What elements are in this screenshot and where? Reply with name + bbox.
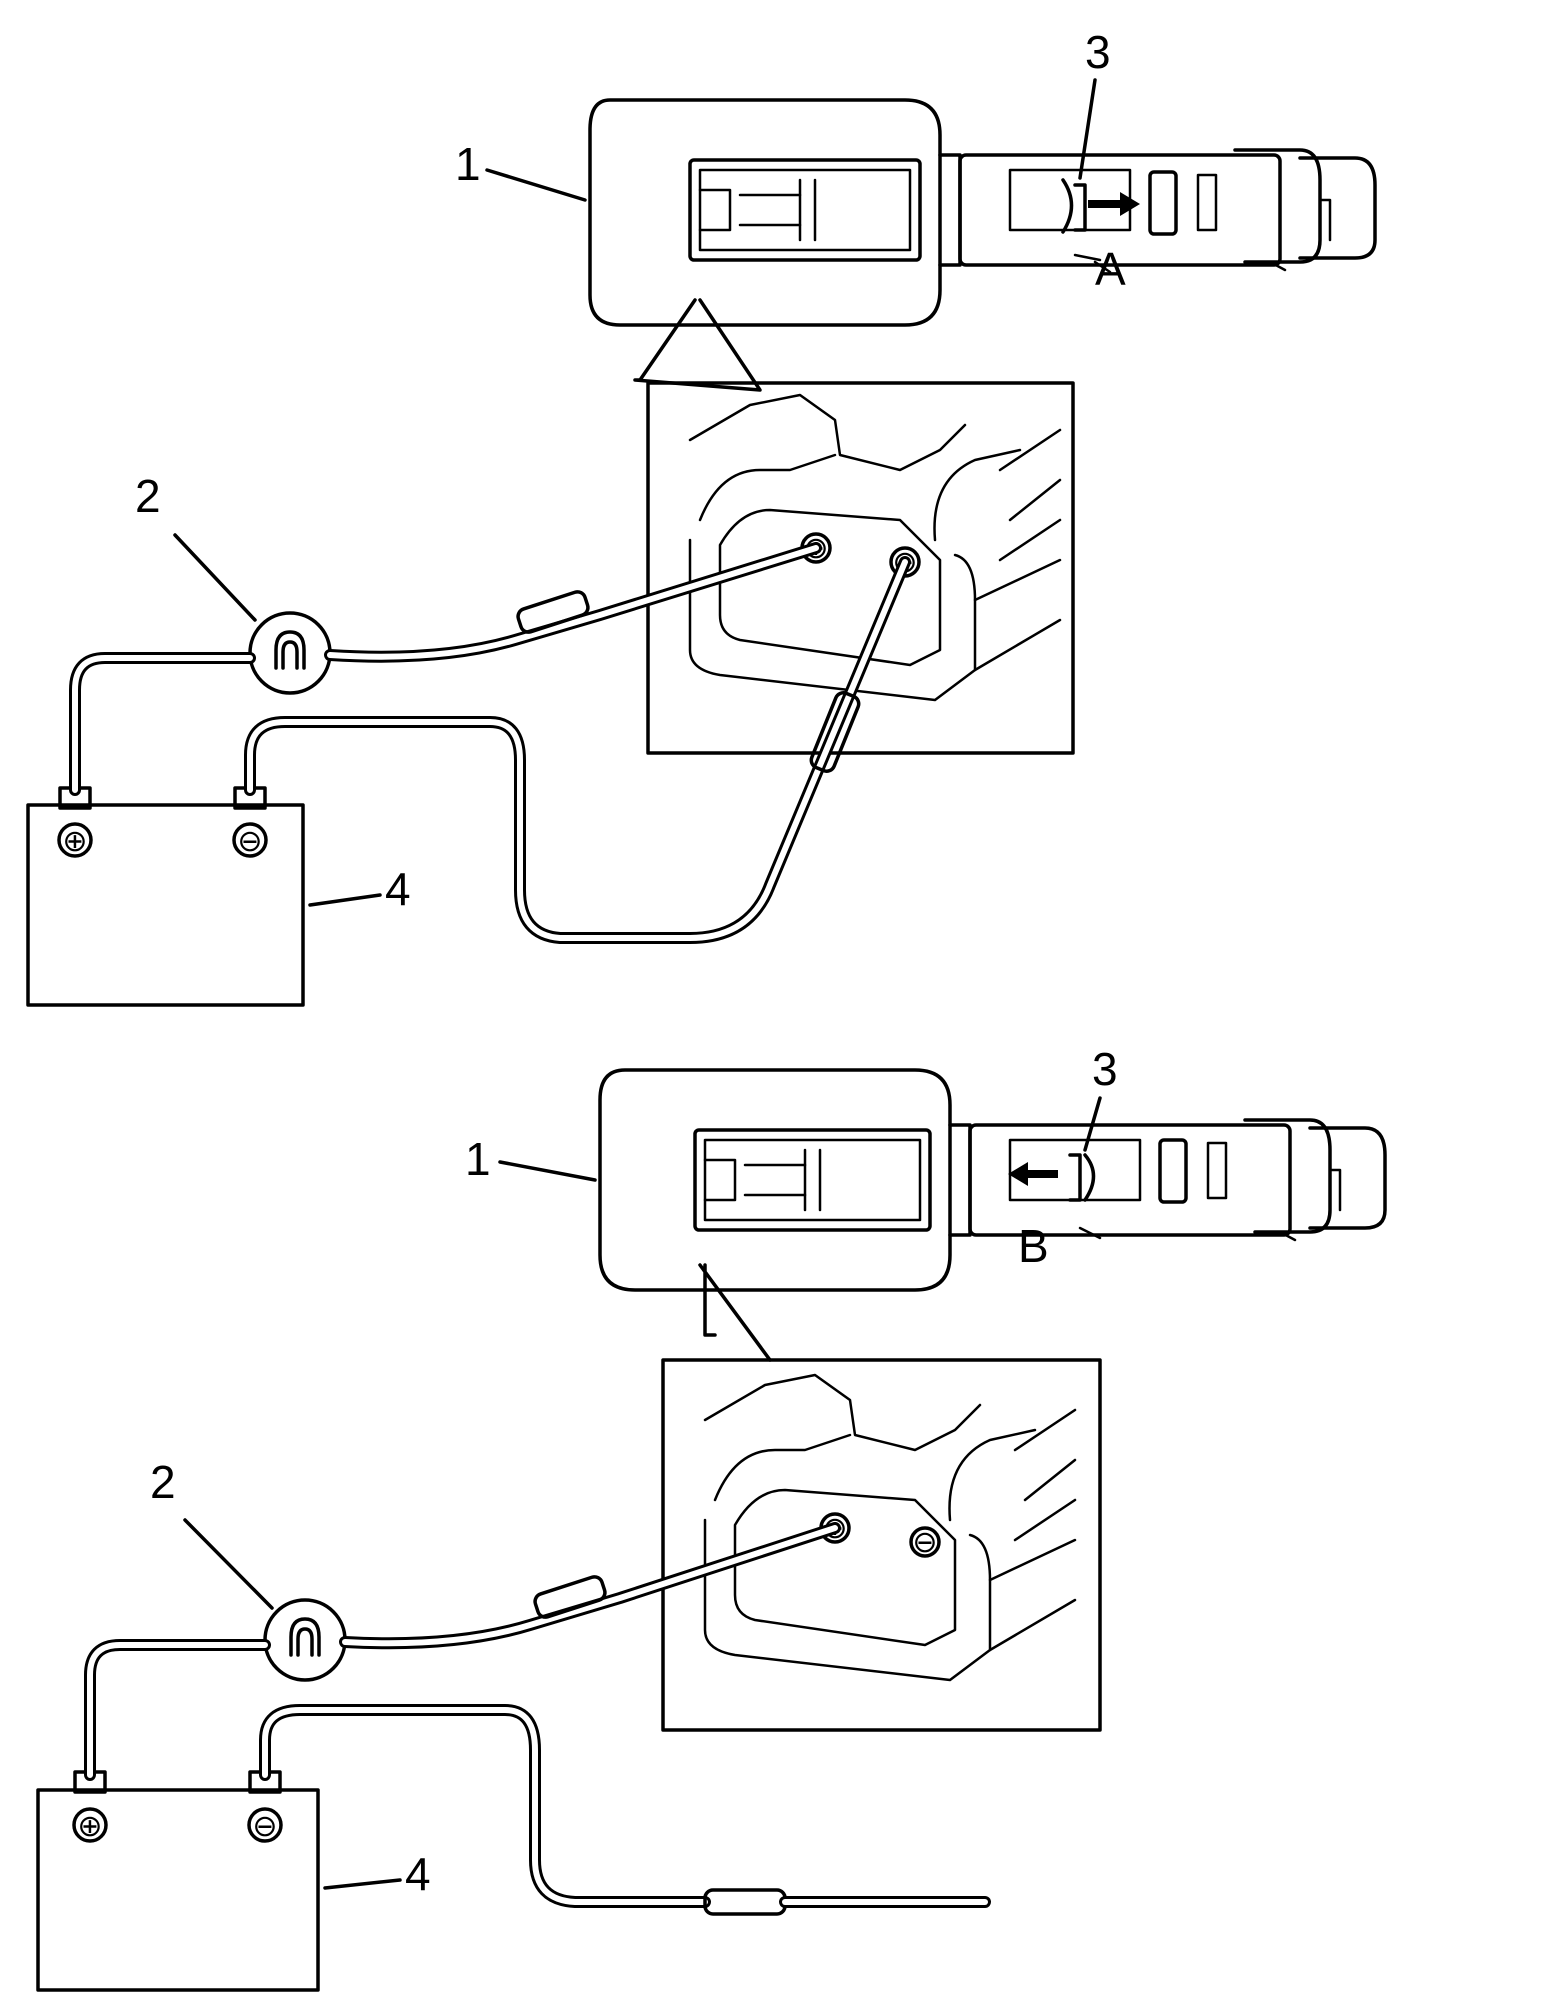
battery-negative-top: ⊖ <box>237 824 262 859</box>
solenoid-bottom <box>948 1118 1387 1242</box>
starter-unit-bottom <box>598 1068 952 1362</box>
battery-bottom: ⊕ ⊖ <box>36 1770 402 1992</box>
callout-2-bottom: 2 <box>150 1456 176 1508</box>
solenoid-top <box>938 148 1377 274</box>
detail-inset-top: ⊕ ⊖ <box>646 381 1075 755</box>
detail-inset-bottom: ⊕ ⊖ <box>661 1358 1102 1732</box>
callout-3-top: 3 <box>1085 26 1111 78</box>
callout-1-top: 1 <box>455 138 481 190</box>
wires-top <box>69 542 911 944</box>
negative-terminal-bottom: ⊖ <box>912 1525 937 1560</box>
callout-1-bottom: 1 <box>465 1133 491 1185</box>
callout-4-bottom: 4 <box>405 1848 431 1900</box>
callout-3-bottom: 3 <box>1092 1043 1118 1095</box>
bottom-diagram: ⊕ ⊖ ⊕ ⊖ <box>36 1043 1387 1992</box>
tester-top <box>173 533 332 695</box>
callout-2-top: 2 <box>135 470 161 522</box>
top-diagram: ⊕ ⊖ ⊕ ⊖ <box>26 26 1377 1007</box>
battery-positive-top: ⊕ <box>62 824 87 859</box>
direction-b-label: B <box>1018 1220 1049 1272</box>
direction-a-label: A <box>1095 243 1126 295</box>
battery-negative-bottom: ⊖ <box>252 1809 277 1844</box>
tester-bottom <box>183 1518 347 1682</box>
callout-4-top: 4 <box>385 863 411 915</box>
battery-positive-bottom: ⊕ <box>77 1809 102 1844</box>
starter-unit-top <box>588 98 942 392</box>
battery-top: ⊕ ⊖ <box>26 786 382 1007</box>
wires-bottom <box>84 1522 991 1916</box>
